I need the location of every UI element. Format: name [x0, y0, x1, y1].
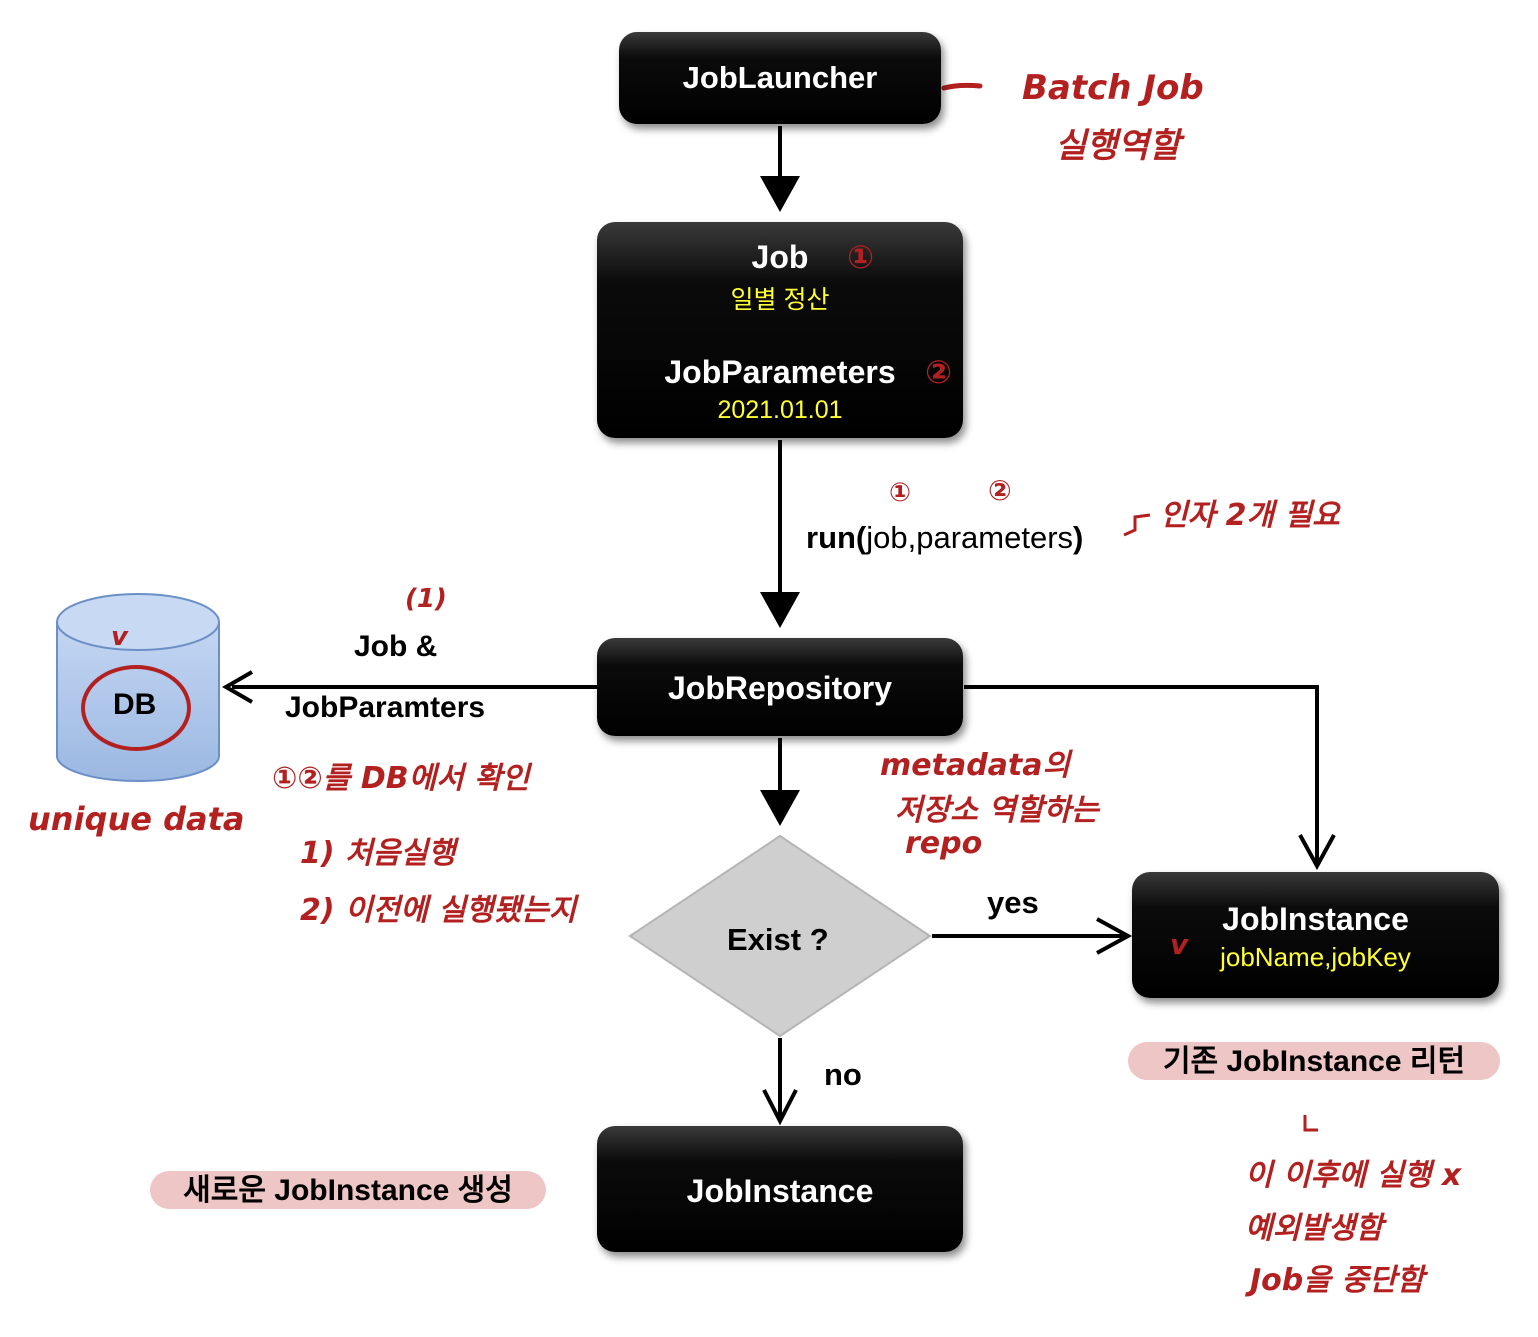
hw-run-circle-2: ②: [988, 474, 1012, 507]
job-instance-existing-title: JobInstance: [1222, 901, 1409, 937]
arrowhead-db: [221, 670, 253, 704]
db-edge-label-line1: Job &: [354, 630, 438, 663]
hw-previous-run: 2) 이전에 실행됐는지: [300, 893, 577, 928]
edge-repository-instance: [964, 685, 1319, 862]
hw-metadata-2: 저장소 역할하는: [895, 793, 1099, 828]
run-call-label: run(job,parameters): [806, 520, 1083, 556]
db-label: DB: [113, 688, 157, 721]
decision-no-label: no: [824, 1057, 862, 1092]
job-instance-existing-subtitle: jobName,jobKey: [1220, 942, 1411, 972]
job-box: Job 일별 정산 JobParameters 2021.01.01: [597, 222, 963, 438]
job-instance-new-box: JobInstance: [597, 1126, 963, 1252]
arrowhead-instance-down: [1298, 834, 1336, 871]
hw-metadata-3: repo: [905, 826, 983, 861]
hw-db-check: ①②를 DB에서 확인: [272, 761, 530, 796]
hw-db-step: (1): [405, 584, 447, 614]
decision-label: Exist ?: [727, 922, 829, 957]
hw-launcher-role-1: Batch Job: [1022, 68, 1204, 108]
job-instance-new-title: JobInstance: [686, 1173, 874, 1209]
decision-yes-label: yes: [987, 885, 1039, 920]
job-repository-title: JobRepository: [667, 670, 893, 706]
hw-after-3: Job을 중단함: [1250, 1263, 1425, 1298]
arrowhead-yes: [1096, 917, 1133, 955]
hw-args-note: 인자 2개 필요: [1160, 498, 1340, 533]
hw-job-circle-1: ①: [847, 238, 875, 276]
run-call-close: ): [1073, 520, 1084, 555]
run-call-keyword: run(: [806, 520, 867, 555]
db-cylinder: [56, 593, 220, 782]
job-parameters-title: JobParameters: [664, 354, 896, 390]
db-edge-label-line2: JobParamters: [285, 691, 486, 724]
job-repository-box: JobRepository: [597, 638, 963, 736]
arrowhead-no: [762, 1089, 798, 1126]
launcher-dash: [941, 82, 983, 91]
args-bracket: [1123, 513, 1151, 537]
hw-unique-data: unique data: [28, 800, 245, 838]
job-subtitle: 일별 정산: [730, 286, 830, 314]
hw-metadata-1: metadata의: [880, 748, 1071, 783]
hw-first-run: 1) 처음실행: [300, 836, 456, 871]
job-instance-existing-box: JobInstance jobName,jobKey: [1132, 872, 1499, 998]
down-hook-mark: [1303, 1115, 1318, 1132]
job-title: Job: [751, 239, 809, 275]
hw-run-circle-1: ①: [889, 478, 912, 508]
db-highlight-circle: [81, 665, 191, 751]
note-create-new: 새로운 JobInstance 생성: [150, 1171, 546, 1209]
hw-db-check-mark: v: [111, 622, 128, 652]
decision-diamond: [628, 834, 932, 1038]
hw-after-2: 예외발생함: [1245, 1211, 1383, 1246]
hw-after-1: 이 이후에 실행 x: [1245, 1158, 1462, 1193]
hw-launcher-role-2: 실행역할: [1055, 126, 1181, 166]
run-call-args: job,parameters: [866, 520, 1074, 555]
hw-params-circle-2: ②: [925, 353, 953, 391]
hw-instance-check-mark: v: [1170, 928, 1189, 961]
job-parameters-value: 2021.01.01: [717, 396, 843, 424]
job-launcher-box: JobLauncher: [619, 32, 941, 124]
job-launcher-title: JobLauncher: [682, 60, 878, 95]
note-return-existing: 기존 JobInstance 리턴: [1128, 1042, 1500, 1080]
